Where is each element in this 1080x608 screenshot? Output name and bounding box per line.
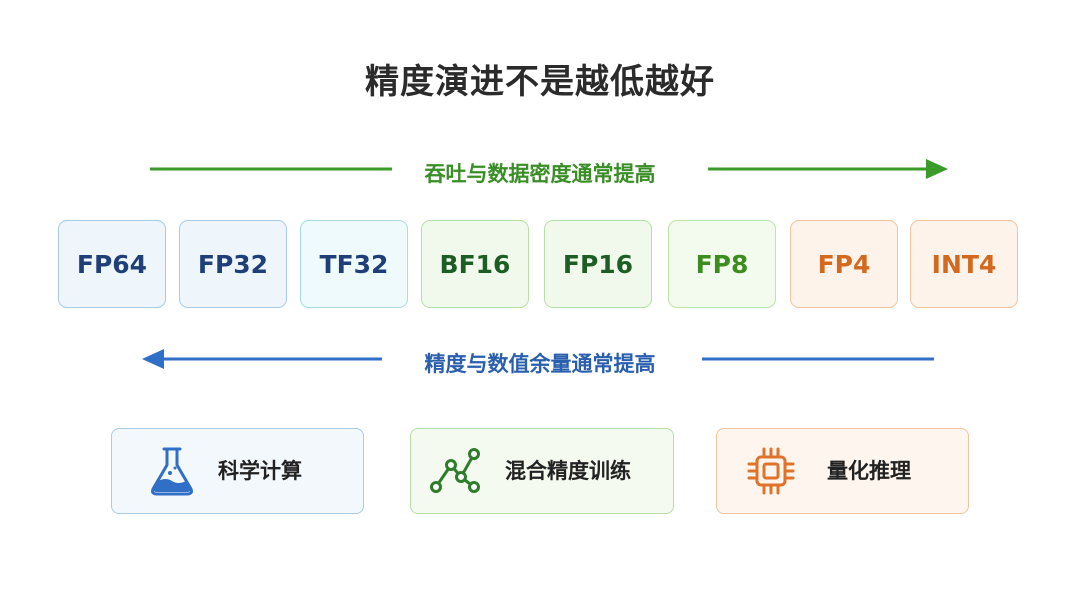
flask-icon bbox=[151, 447, 193, 496]
chip-icon bbox=[747, 447, 795, 495]
format-int4: INT4 bbox=[910, 220, 1018, 308]
format-tf32: TF32 bbox=[300, 220, 408, 308]
format-fp4: FP4 bbox=[790, 220, 898, 308]
app-label-scientific-computing: 科学计算 bbox=[218, 459, 302, 483]
format-fp32: FP32 bbox=[179, 220, 287, 308]
app-card-scientific-computing: 科学计算 bbox=[111, 428, 364, 514]
precision-arrow: 精度与数值余量通常提高 bbox=[0, 340, 1080, 380]
left-arrow-icon bbox=[142, 349, 934, 369]
page-title: 精度演进不是越低越好 bbox=[365, 62, 715, 102]
app-card-mixed-precision-training: 混合精度训练 bbox=[410, 428, 674, 514]
app-label-quantized-inference: 量化推理 bbox=[827, 459, 911, 483]
precision-arrow-label: 精度与数值余量通常提高 bbox=[424, 352, 656, 376]
format-fp8: FP8 bbox=[668, 220, 776, 308]
format-bf16: BF16 bbox=[421, 220, 529, 308]
graph-nodes-icon bbox=[430, 448, 480, 493]
format-fp64: FP64 bbox=[58, 220, 166, 308]
format-fp16: FP16 bbox=[544, 220, 652, 308]
throughput-arrow-label: 吞吐与数据密度通常提高 bbox=[424, 162, 656, 186]
app-label-mixed-precision-training: 混合精度训练 bbox=[505, 459, 631, 483]
right-arrow-icon bbox=[150, 159, 948, 179]
app-card-quantized-inference: 量化推理 bbox=[716, 428, 969, 514]
throughput-arrow: 吞吐与数据密度通常提高 bbox=[0, 150, 1080, 190]
precision-format-row: FP64 FP32 TF32 BF16 FP16 FP8 FP4 INT4 bbox=[58, 220, 1022, 310]
